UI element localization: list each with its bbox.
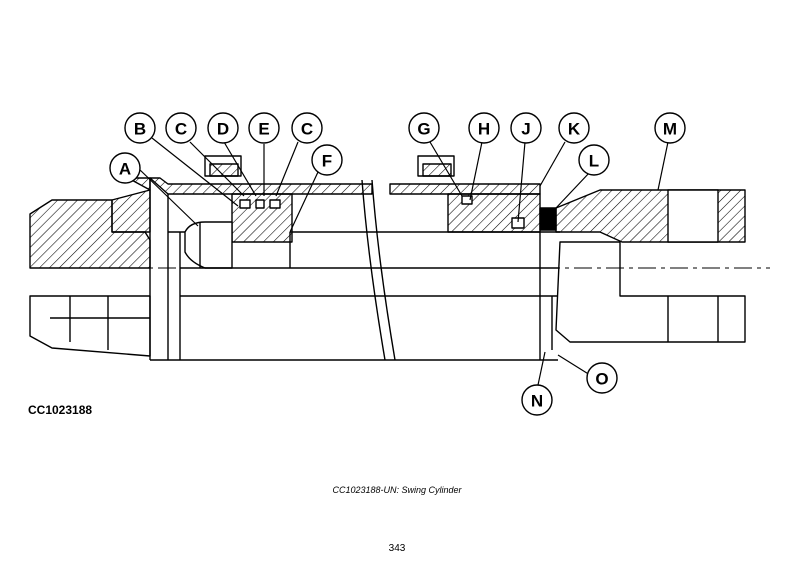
callout-d-circle <box>207 112 239 144</box>
figure-id-label: CC1023188 <box>28 403 93 417</box>
callout-l-circle <box>578 144 610 176</box>
right-rod-eye <box>555 189 746 343</box>
page-number: 343 <box>388 543 406 554</box>
callout-k-circle <box>558 112 590 144</box>
callout-k: K <box>568 120 581 139</box>
callout-a: A <box>119 160 131 179</box>
callout-l: L <box>589 152 599 171</box>
piston <box>184 193 293 269</box>
callout-j-circle <box>510 112 542 144</box>
callout-f: F <box>322 152 332 171</box>
callout-c1: C <box>175 120 187 139</box>
callout-g-circle <box>408 112 440 144</box>
piston-rod <box>180 232 620 360</box>
callout-j: J <box>521 120 530 139</box>
leader-lines <box>137 137 669 386</box>
callout-b-circle <box>124 112 156 144</box>
callout-c2-circle <box>291 112 323 144</box>
callout-m-circle <box>654 112 686 144</box>
rod-guide <box>447 193 557 233</box>
left-clevis <box>29 177 151 357</box>
callout-h: H <box>478 120 490 139</box>
callout-g: G <box>417 120 430 139</box>
port-right <box>417 155 455 177</box>
callout-h-circle <box>468 112 500 144</box>
callout-o: O <box>595 370 608 389</box>
callout-d: D <box>217 120 229 139</box>
break-lines <box>361 179 396 361</box>
callout-e-circle <box>248 112 280 144</box>
callout-f-circle <box>311 144 343 176</box>
callout-c1-circle <box>165 112 197 144</box>
callout-m: M <box>663 120 677 139</box>
callout-n-circle <box>521 384 553 416</box>
port-left <box>204 155 242 177</box>
callout-c2: C <box>301 120 313 139</box>
figure-caption: CC1023188-UN: Swing Cylinder <box>332 485 462 495</box>
callout-n: N <box>531 392 543 411</box>
callout-e: E <box>258 120 269 139</box>
callout-b: B <box>134 120 146 139</box>
callout-a-circle <box>109 152 141 184</box>
callout-o-circle <box>586 362 618 394</box>
